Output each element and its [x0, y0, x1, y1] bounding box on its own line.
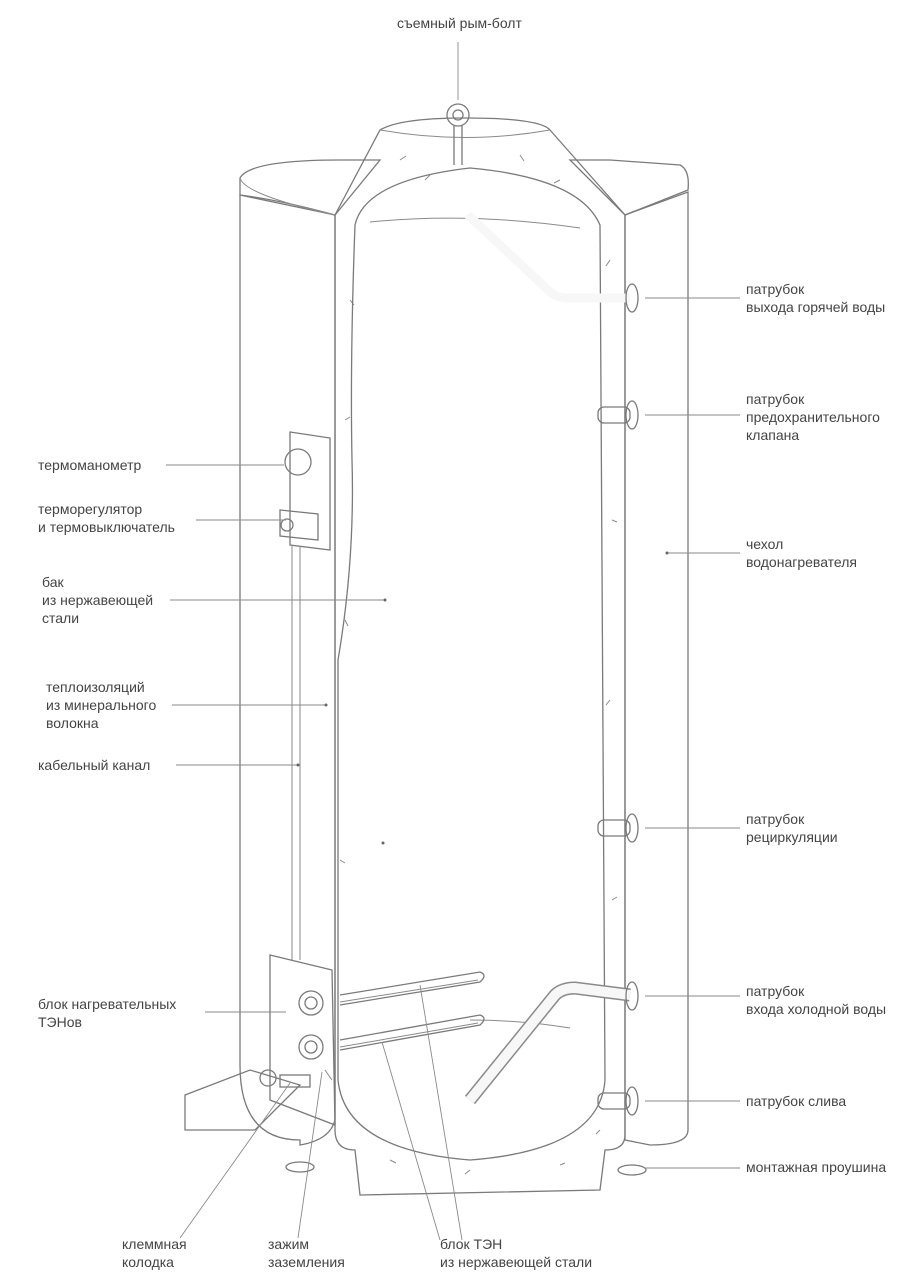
label-steel-heater-block: блок ТЭН из нержавеющей стали	[440, 1236, 593, 1270]
label-terminal-block: клеммная колодка	[122, 1236, 187, 1270]
insulation-layer	[334, 117, 626, 1196]
label-cable-channel: кабельный канал	[38, 757, 151, 773]
mounting-lugs	[285, 1161, 647, 1176]
heater-block	[184, 954, 336, 1131]
label-tank: бак из нержавеющей стали	[42, 574, 154, 626]
safety-valve-nozzle	[597, 400, 639, 430]
label-recirculation: патрубок рециркуляции	[746, 811, 838, 845]
cold-inlet-pipe	[464, 981, 639, 1105]
label-safety-valve: патрубок предохранительного клапана	[746, 391, 880, 443]
label-thermostat: терморегулятор и термовыключатель	[38, 501, 175, 535]
label-ground-clamp: зажим заземления	[268, 1236, 345, 1270]
drain-nozzle	[597, 1086, 639, 1116]
label-drain: патрубок слива	[746, 1093, 847, 1109]
label-eyebolt: съемный рым-болт	[397, 15, 522, 31]
label-mounting-lug: монтажная проушина	[746, 1159, 887, 1175]
label-casing: чехол водонагревателя	[746, 536, 857, 570]
hot-outlet-pipe	[464, 211, 639, 313]
control-panel	[279, 431, 331, 960]
label-insulation: теплоизоляций из минерального волокна	[46, 679, 157, 731]
label-cold-inlet: патрубок входа холодной воды	[746, 983, 887, 1017]
label-heater-block: блок нагревательных ТЭНов	[38, 996, 177, 1030]
heating-elements	[339, 971, 485, 1051]
eyebolt	[446, 103, 470, 165]
recirculation-nozzle	[597, 813, 639, 843]
casing-shell	[239, 159, 689, 1146]
tank-body	[337, 167, 606, 1161]
leader-lines	[166, 42, 740, 1241]
label-thermomanometer: термоманометр	[38, 457, 142, 473]
label-hot-outlet: патрубок выхода горячей воды	[746, 281, 886, 315]
